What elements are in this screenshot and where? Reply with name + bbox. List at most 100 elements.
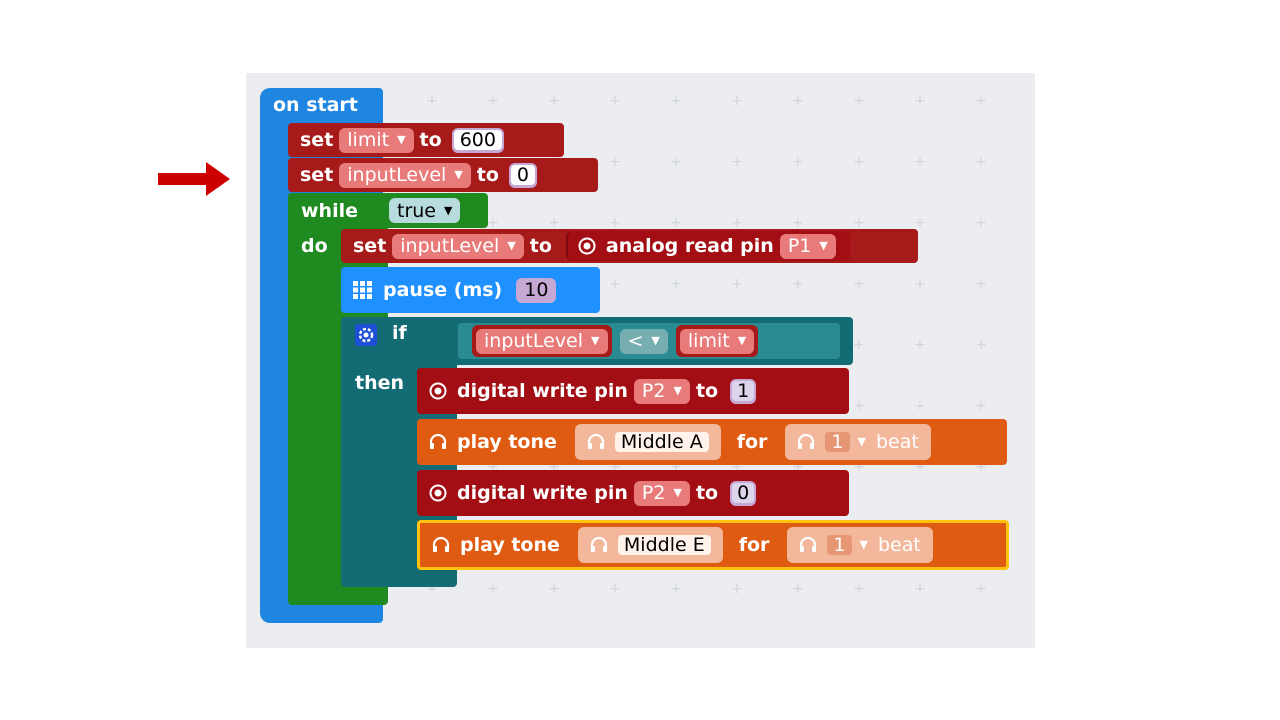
inputlevel-value-input[interactable]: 0 xyxy=(508,162,538,188)
grid-plus-icon: + xyxy=(792,459,804,475)
grid-icon xyxy=(353,281,372,299)
beat-count: 1 xyxy=(825,432,850,452)
set-limit-block[interactable]: set limit▼ to 600 xyxy=(288,123,564,157)
write-value-input[interactable]: 1 xyxy=(730,378,757,404)
grid-plus-icon: + xyxy=(914,337,926,353)
set-keyword: set xyxy=(353,235,387,257)
grid-plus-icon: + xyxy=(975,337,987,353)
play-tone-block-1[interactable]: play tone Middle A for 1▼ beat xyxy=(417,419,1007,465)
inputlevel-variable-reporter[interactable]: inputLevel▼ xyxy=(472,325,612,357)
operator-dropdown[interactable]: <▼ xyxy=(619,328,668,354)
number-field: 1 xyxy=(732,381,755,401)
grid-plus-icon: + xyxy=(731,276,743,292)
headphones-icon xyxy=(798,433,815,449)
grid-plus-icon: + xyxy=(792,93,804,109)
chevron-down-icon: ▼ xyxy=(651,334,660,347)
inputlevel-variable-dropdown[interactable]: inputLevel▼ xyxy=(476,328,608,354)
for-keyword: for xyxy=(738,534,770,556)
number-field: 0 xyxy=(510,165,536,185)
right-arrow-icon xyxy=(158,162,230,196)
to-keyword: to xyxy=(529,235,552,257)
note-dropdown[interactable]: Middle A xyxy=(574,424,721,460)
digital-write-block-2[interactable]: digital write pin P2▼ to 0 xyxy=(417,470,849,516)
grid-plus-icon: + xyxy=(914,215,926,231)
chevron-down-icon: ▼ xyxy=(397,133,406,146)
chevron-down-icon: ▼ xyxy=(591,334,600,347)
limit-variable-dropdown[interactable]: limit ▼ xyxy=(679,328,755,354)
to-keyword: to xyxy=(476,164,499,186)
radio-target-icon xyxy=(578,237,596,255)
pin-name: P2 xyxy=(641,482,666,504)
to-keyword: to xyxy=(695,380,719,402)
grid-plus-icon: + xyxy=(853,154,865,170)
play-tone-label: play tone xyxy=(457,431,557,453)
analog-read-label: analog read pin xyxy=(605,235,774,257)
pin-name: P2 xyxy=(641,380,666,402)
set-analog-block[interactable]: set inputLevel▼ to analog read pin P1 ▼ xyxy=(341,229,918,263)
beat-label: beat xyxy=(875,431,919,453)
grid-plus-icon: + xyxy=(914,154,926,170)
grid-plus-icon: + xyxy=(914,581,926,597)
pin-p2-dropdown[interactable]: P2▼ xyxy=(633,480,690,506)
grid-plus-icon: + xyxy=(914,276,926,292)
limit-variable-reporter[interactable]: limit ▼ xyxy=(675,325,759,357)
grid-plus-icon: + xyxy=(853,93,865,109)
grid-plus-icon: + xyxy=(792,581,804,597)
condition-value: true xyxy=(397,199,436,222)
while-condition-dropdown[interactable]: true▼ xyxy=(389,198,461,223)
play-tone-label: play tone xyxy=(460,534,560,556)
comparison-block[interactable]: inputLevel▼ <▼ limit▼ xyxy=(458,323,840,359)
analog-read-block[interactable]: analog read pin P1 ▼ xyxy=(565,231,850,261)
play-tone-block-2[interactable]: play tone Middle E for 1▼ beat xyxy=(417,520,1009,570)
chevron-down-icon: ▼ xyxy=(819,239,828,252)
beat-dropdown[interactable]: 1▼ beat xyxy=(787,527,933,563)
digital-write-label: digital write pin xyxy=(457,482,628,504)
do-keyword: do xyxy=(301,235,328,257)
grid-plus-icon: + xyxy=(975,459,987,475)
chevron-down-icon: ▼ xyxy=(737,334,747,347)
grid-plus-icon: + xyxy=(670,93,682,109)
variable-name: inputLevel xyxy=(400,235,500,257)
pin-p2-dropdown[interactable]: P2▼ xyxy=(633,378,690,404)
limit-variable-dropdown[interactable]: limit▼ xyxy=(339,127,414,153)
inputlevel-variable-dropdown[interactable]: inputLevel▼ xyxy=(392,233,524,259)
grid-plus-icon: + xyxy=(792,276,804,292)
pause-block[interactable]: pause (ms) 10 xyxy=(341,267,600,313)
beat-dropdown[interactable]: 1▼ beat xyxy=(785,424,931,460)
if-keyword: if xyxy=(392,322,407,344)
digital-write-block-1[interactable]: digital write pin P2▼ to 1 xyxy=(417,368,849,414)
write-value-input[interactable]: 0 xyxy=(730,480,757,506)
then-keyword: then xyxy=(355,372,405,394)
gear-icon[interactable] xyxy=(355,324,377,346)
variable-name: inputLevel xyxy=(347,164,447,186)
number-field: 0 xyxy=(732,483,755,503)
grid-plus-icon: + xyxy=(548,93,560,109)
grid-plus-icon: + xyxy=(487,459,499,475)
variable-name: limit xyxy=(687,330,730,352)
set-inputlevel-block[interactable]: set inputLevel▼ to 0 xyxy=(288,158,598,192)
set-keyword: set xyxy=(300,129,334,151)
inputlevel-variable-dropdown[interactable]: inputLevel▼ xyxy=(339,162,471,188)
headphones-icon xyxy=(800,536,817,552)
grid-plus-icon: + xyxy=(853,276,865,292)
pin-name: P1 xyxy=(787,235,812,257)
pause-label: pause (ms) xyxy=(383,279,503,301)
operator: < xyxy=(627,330,644,352)
pause-value-input[interactable]: 10 xyxy=(516,277,557,303)
grid-plus-icon: + xyxy=(731,581,743,597)
grid-plus-icon: + xyxy=(853,459,865,475)
note-name: Middle A xyxy=(614,432,709,452)
grid-plus-icon: + xyxy=(975,581,987,597)
grid-plus-icon: + xyxy=(792,215,804,231)
pin-p1-dropdown[interactable]: P1 ▼ xyxy=(779,233,836,259)
set-keyword: set xyxy=(300,164,334,186)
grid-plus-icon: + xyxy=(670,459,682,475)
grid-plus-icon: + xyxy=(975,154,987,170)
note-dropdown[interactable]: Middle E xyxy=(577,527,723,563)
blocks-workspace[interactable]: ++++++++++++++++++++++++++++++++++++++++… xyxy=(246,73,1035,648)
grid-plus-icon: + xyxy=(670,581,682,597)
grid-plus-icon: + xyxy=(609,154,621,170)
grid-plus-icon: + xyxy=(731,215,743,231)
digital-write-label: digital write pin xyxy=(457,380,628,402)
limit-value-input[interactable]: 600 xyxy=(451,127,504,153)
